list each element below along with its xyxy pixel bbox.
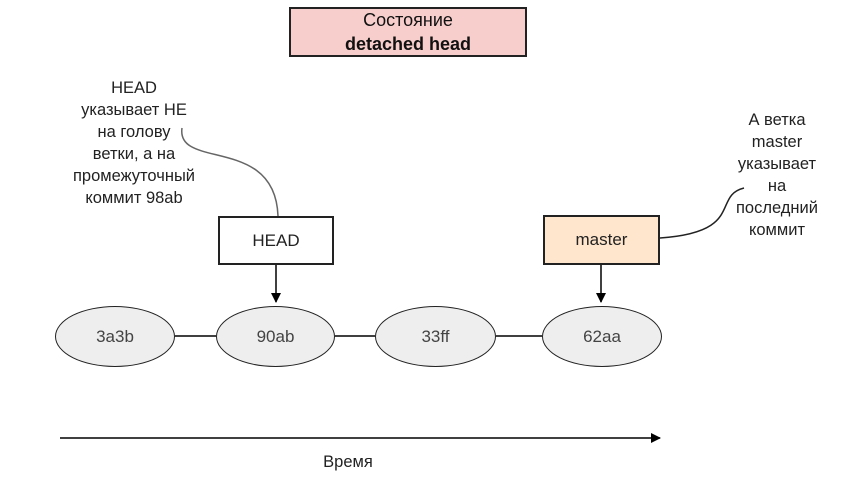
time-axis-label: Время	[323, 453, 373, 471]
master-note-line: коммит	[748, 221, 806, 239]
head-note-line: ветки, а на	[92, 145, 176, 163]
master-callout-curve	[659, 187, 745, 239]
master-pointer-box: master	[543, 215, 660, 265]
head-note-line: указывает НЕ	[81, 101, 187, 119]
commit-node: 33ff	[375, 306, 496, 367]
title-box: Состояние detached head	[289, 7, 527, 57]
commit-node: 62aa	[542, 306, 662, 367]
head-callout-curve	[181, 127, 279, 217]
master-note-line: указывает	[737, 155, 817, 173]
master-note-line: master	[751, 133, 803, 151]
head-note-line: HEAD	[111, 79, 157, 97]
head-note-line: промежуточный	[72, 167, 196, 185]
head-note-line: на голову	[97, 123, 171, 141]
master-note-line: А ветка	[748, 111, 806, 129]
head-note: HEAD указывает НЕ на голову ветки, а на …	[54, 77, 214, 209]
commit-node: 90ab	[216, 306, 335, 367]
master-note: А ветка master указывает на последний ко…	[722, 109, 832, 241]
commit-node: 3a3b	[55, 306, 175, 367]
master-note-line: на	[767, 177, 787, 195]
head-pointer-box: HEAD	[218, 216, 334, 265]
title-line-1: Состояние	[363, 10, 453, 30]
head-note-line: коммит 98ab	[85, 189, 183, 207]
master-note-line: последний	[736, 199, 818, 217]
title-line-2: detached head	[344, 34, 472, 54]
